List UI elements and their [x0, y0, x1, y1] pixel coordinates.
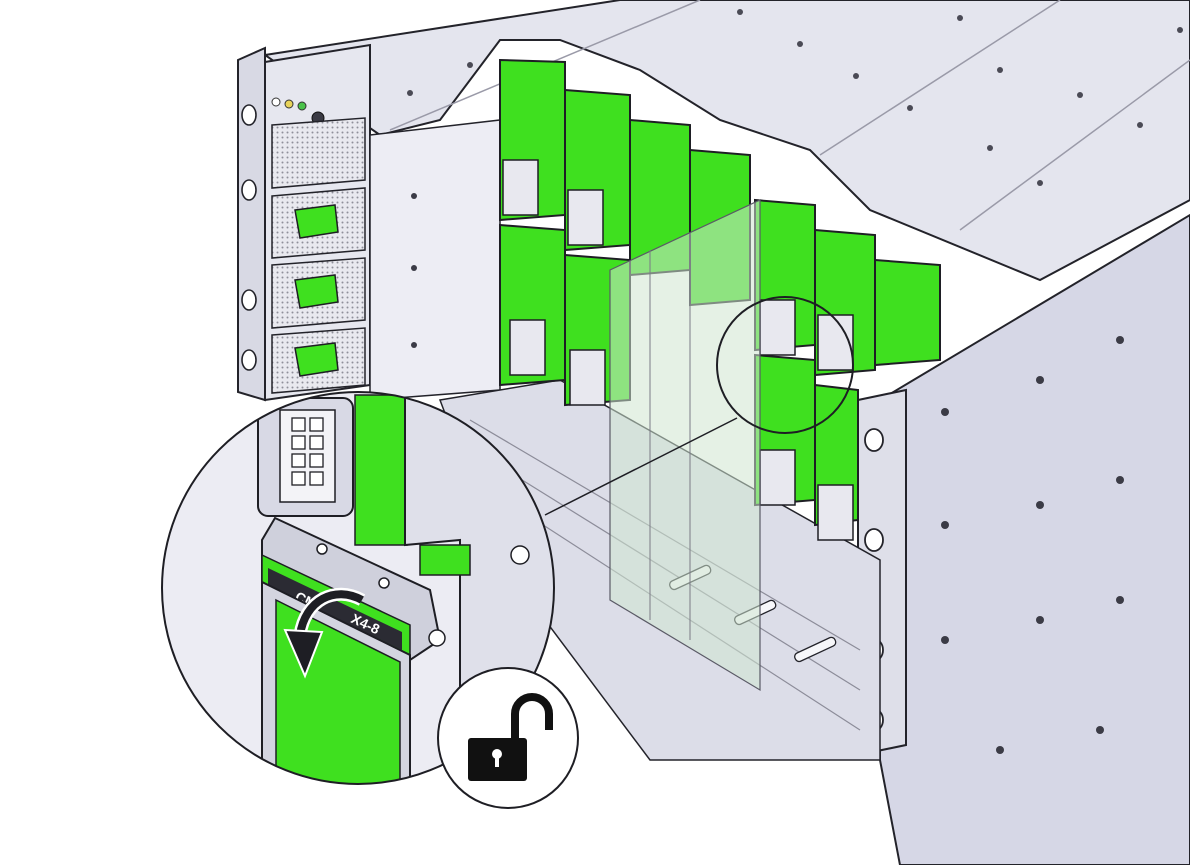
- left-front-panel: [237, 43, 371, 402]
- chassis-top-panel: [262, 0, 1190, 282]
- unlock-icon: [468, 693, 553, 781]
- module-slot-2: [564, 88, 631, 252]
- psu-mesh-1: [271, 117, 366, 189]
- bay-inner-wall: [369, 119, 501, 401]
- module-row-bottom: [499, 223, 859, 541]
- psu-mesh-4: [271, 327, 366, 394]
- unlock-callout: [437, 667, 579, 809]
- psu-mesh-2: [271, 187, 366, 259]
- module-slot-7: [874, 258, 941, 367]
- psu-mesh-3: [271, 257, 366, 329]
- module-slot-6: [814, 228, 876, 377]
- module-slot-5: [754, 198, 816, 356]
- module-slot-1: [499, 58, 566, 222]
- detail-callout-small: [544, 296, 854, 516]
- curved-arrow-down-icon: [283, 587, 366, 679]
- module-slot-8: [499, 223, 566, 387]
